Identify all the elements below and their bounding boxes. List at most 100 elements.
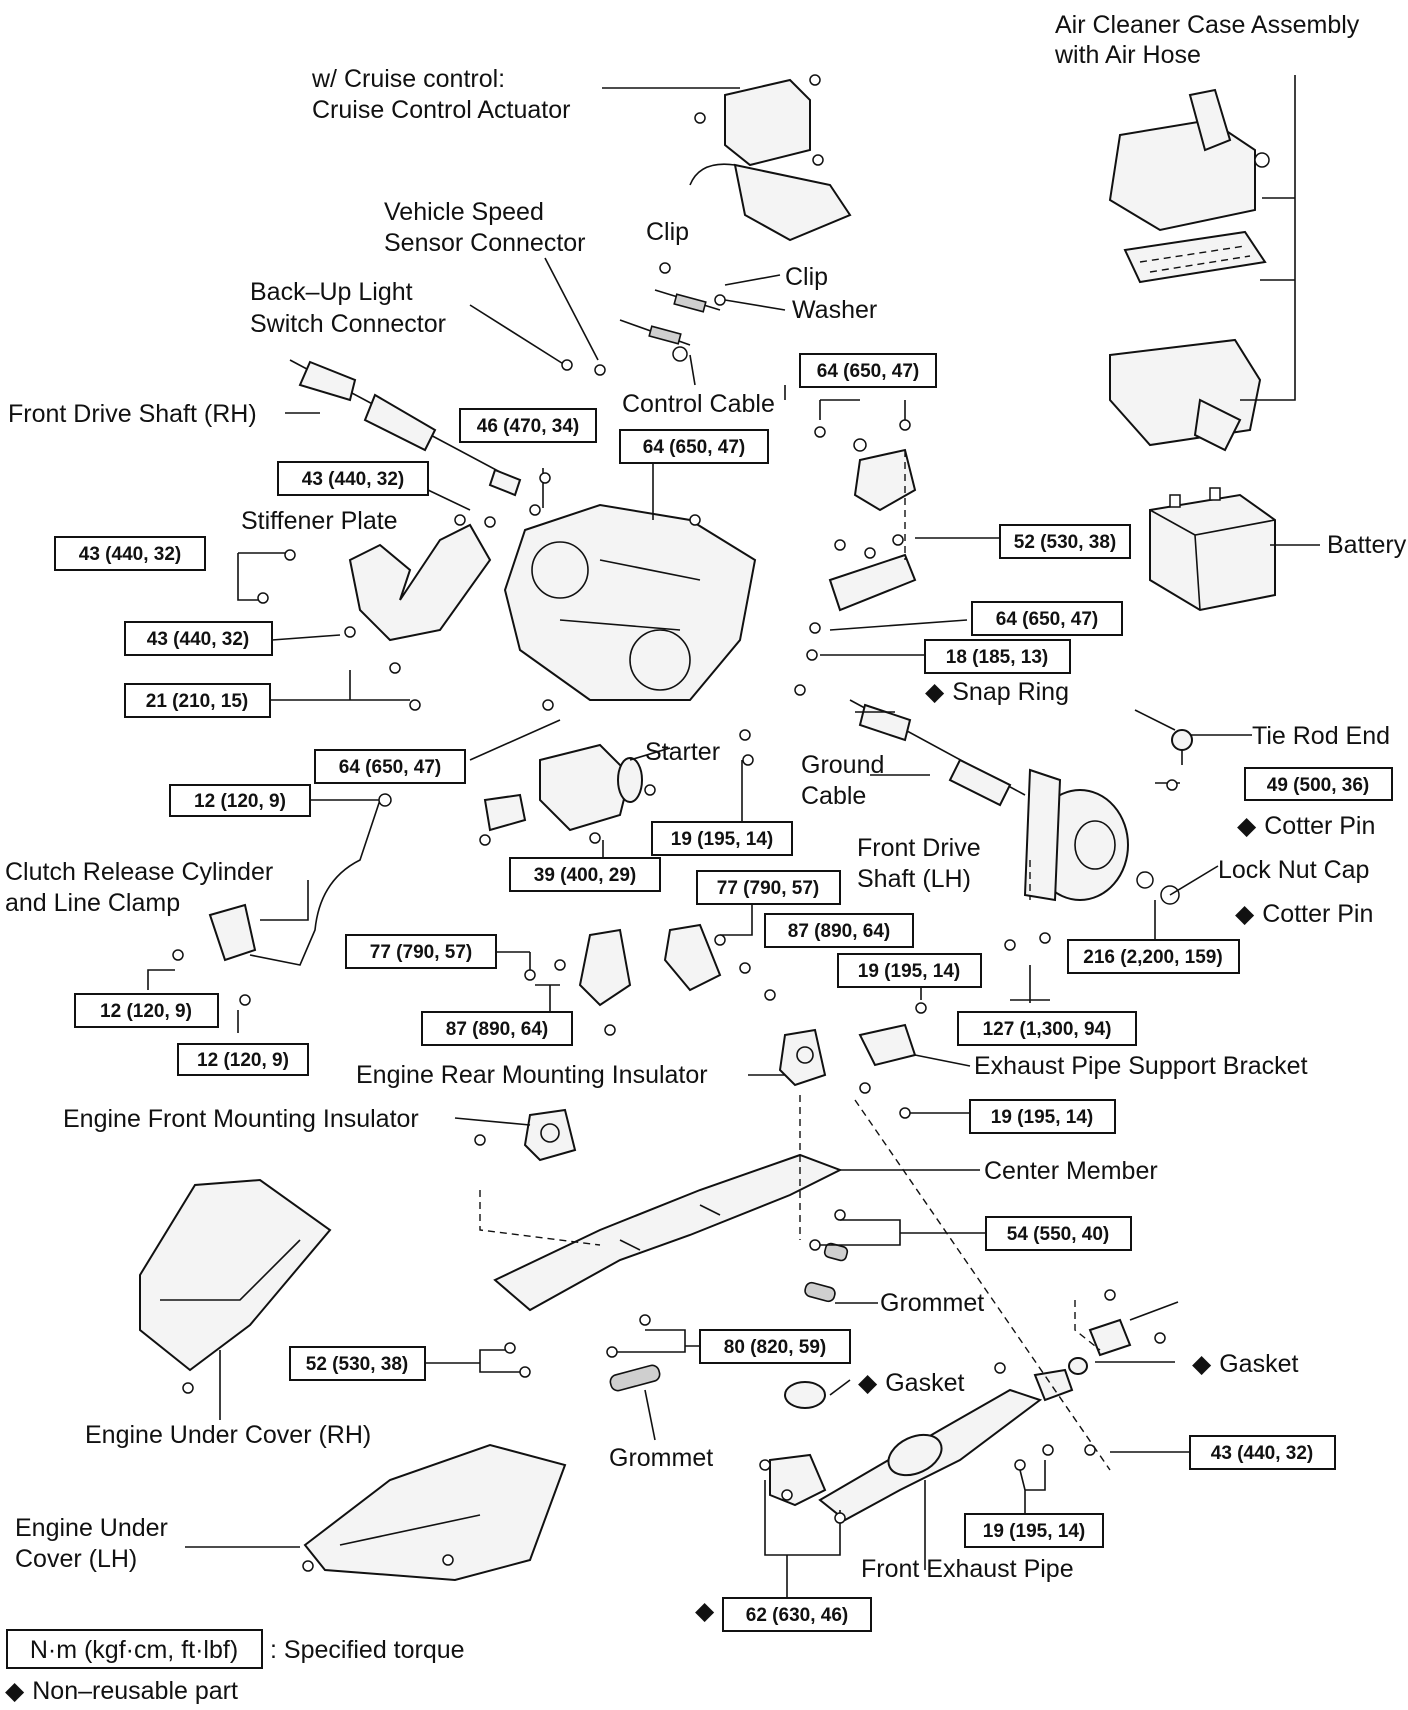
- control-cables: [619, 289, 726, 362]
- torque-value: 77 (790, 57): [370, 942, 472, 963]
- ground-cable-label-2: Cable: [801, 782, 866, 810]
- air-cleaner-label-line2: with Air Hose: [1054, 41, 1201, 69]
- torque-value: 49 (500, 36): [1267, 775, 1369, 796]
- engine-under-cover-lh-part: [303, 1443, 567, 1582]
- torque-value: 64 (650, 47): [996, 609, 1098, 630]
- torque-box: 77 (790, 57): [696, 870, 841, 905]
- torque-box: 87 (890, 64): [764, 913, 914, 948]
- front-exhaust-label: Front Exhaust Pipe: [861, 1555, 1074, 1583]
- air-cleaner-label-line1: Air Cleaner Case Assembly: [1055, 11, 1360, 39]
- air-cleaner-label: Air Cleaner Case Assembly: [1055, 11, 1360, 39]
- front-drive-shaft-lh: [849, 699, 1026, 807]
- air-cleaner-label-2: with Air Hose: [1054, 41, 1201, 69]
- front-mount-label: Engine Front Mounting Insulator: [63, 1105, 419, 1133]
- drive-shaft-lh-label-1: Front Drive: [857, 834, 981, 862]
- torque-box: 43 (440, 32): [54, 536, 206, 571]
- steering-knuckle-hub: [1023, 768, 1180, 905]
- torque-box: 18 (185, 13): [924, 639, 1071, 674]
- nonreusable-mark: ◆: [5, 1677, 25, 1705]
- torque-box: 49 (500, 36): [1244, 767, 1393, 801]
- snap-ring-text: Snap Ring: [952, 678, 1069, 706]
- drive-shaft-rh-label: Front Drive Shaft (RH): [8, 400, 257, 428]
- ground-cable-label-1: Ground: [801, 751, 884, 779]
- front-drive-shaft-rh: [289, 359, 522, 497]
- torque-box: 19 (195, 14): [964, 1513, 1104, 1548]
- vss-label-2: Sensor Connector: [384, 229, 586, 257]
- cruise-control-actuator: [689, 78, 852, 242]
- torque-box: 80 (820, 59): [699, 1329, 851, 1364]
- torque-value: 21 (210, 15): [146, 691, 248, 712]
- backup-label-2: Switch Connector: [250, 310, 446, 338]
- rear-mount-brackets: [578, 923, 722, 1007]
- torque-box: ◆ 62 (630, 46): [695, 1597, 872, 1632]
- torque-value: 62 (630, 46): [746, 1605, 848, 1626]
- cotter-pin-label-2: ◆Cotter Pin: [1235, 900, 1373, 928]
- torque-value: 52 (530, 38): [306, 1354, 408, 1375]
- torque-box: 77 (790, 57): [345, 934, 497, 969]
- clip-label-1: Clip: [646, 218, 689, 246]
- engine-under-cover-rh-part: [139, 1178, 332, 1372]
- center-member-label: Center Member: [984, 1157, 1158, 1185]
- nonreusable-mark: ◆: [695, 1597, 715, 1625]
- legend: N·m (kgf·cm, ft·lbf) : Specified torque …: [5, 1629, 465, 1705]
- legend-nonreusable: ◆Non–reusable part: [5, 1677, 238, 1705]
- nonreusable-mark: ◆: [1237, 812, 1257, 840]
- cotter-pin-label-1: ◆Cotter Pin: [1237, 812, 1375, 840]
- torque-value: 12 (120, 9): [197, 1050, 289, 1071]
- clutch-label-1: Clutch Release Cylinder: [5, 858, 273, 886]
- under-cover-lh-label-1: Engine Under: [15, 1514, 168, 1542]
- grommet-label-1: Grommet: [880, 1289, 984, 1317]
- torque-box: 127 (1,300, 94): [957, 1011, 1137, 1046]
- gasket-text-2: Gasket: [1219, 1350, 1298, 1378]
- upper-flange: [1088, 1318, 1132, 1357]
- clutch-label-2: and Line Clamp: [5, 889, 180, 917]
- torque-value: 39 (400, 29): [534, 865, 636, 886]
- torque-value: 64 (650, 47): [339, 757, 441, 778]
- nonreusable-mark: ◆: [925, 678, 945, 706]
- torque-value: 64 (650, 47): [643, 437, 745, 458]
- torque-value: 18 (185, 13): [946, 647, 1048, 668]
- nonreusable-mark: ◆: [1235, 900, 1255, 928]
- under-cover-lh-label-2: Cover (LH): [15, 1545, 137, 1573]
- backup-label-1: Back–Up Light: [250, 278, 413, 306]
- torque-value: 43 (440, 32): [1211, 1443, 1313, 1464]
- grommet-label-2: Grommet: [609, 1444, 713, 1472]
- torque-value: 43 (440, 32): [79, 544, 181, 565]
- rear-mounting-insulator: [778, 1028, 827, 1087]
- torque-value: 52 (530, 38): [1014, 532, 1116, 553]
- battery-label: Battery: [1327, 531, 1407, 559]
- torque-value: 127 (1,300, 94): [983, 1019, 1112, 1040]
- tie-rod-end-part: [1134, 709, 1193, 765]
- torque-value: 64 (650, 47): [817, 361, 919, 382]
- cotter-pin-text-1: Cotter Pin: [1264, 812, 1375, 840]
- torque-box: 54 (550, 40): [985, 1216, 1132, 1251]
- torque-value: 19 (195, 14): [983, 1521, 1085, 1542]
- gasket-label-1: ◆Gasket: [858, 1369, 964, 1397]
- exhaust-bracket-label: Exhaust Pipe Support Bracket: [974, 1052, 1308, 1080]
- legend-unit-box: [6, 1629, 263, 1669]
- torque-value: 80 (820, 59): [724, 1337, 826, 1358]
- legend-unit-text: N·m (kgf·cm, ft·lbf): [30, 1636, 238, 1664]
- transaxle: [503, 503, 757, 701]
- leader-lines: [147, 75, 1320, 1600]
- torque-box: 216 (2,200, 159): [1067, 939, 1240, 974]
- lock-nut-cap-label: Lock Nut Cap: [1218, 856, 1369, 884]
- torque-value: 19 (195, 14): [671, 829, 773, 850]
- stiffener-plate-part: [348, 523, 492, 642]
- torque-box: 64 (650, 47): [971, 601, 1123, 636]
- torque-box: 12 (120, 9): [177, 1043, 309, 1076]
- stiffener-label: Stiffener Plate: [241, 507, 398, 535]
- cruise-label-1: w/ Cruise control:: [311, 65, 505, 93]
- torque-box: 64 (650, 47): [619, 429, 769, 464]
- torque-value: 19 (195, 14): [858, 961, 960, 982]
- engine-mount-upper: [828, 448, 917, 612]
- torque-value: 87 (890, 64): [788, 921, 890, 942]
- under-cover-rh-label: Engine Under Cover (RH): [85, 1421, 371, 1449]
- nonreusable-mark: ◆: [1192, 1350, 1212, 1378]
- nonreusable-mark: ◆: [858, 1369, 878, 1397]
- starter-label: Starter: [645, 738, 720, 766]
- torque-value: 19 (195, 14): [991, 1107, 1093, 1128]
- clutch-release-cylinder: [208, 799, 381, 966]
- control-cable-label: Control Cable: [622, 390, 775, 418]
